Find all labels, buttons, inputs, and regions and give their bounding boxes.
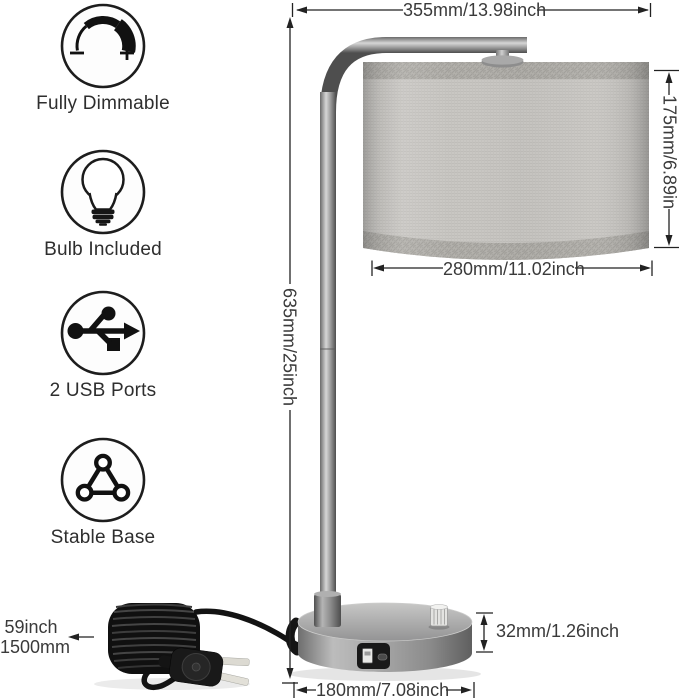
dim-base-height-label: 32mm/1.26inch <box>496 621 620 641</box>
usb-icon <box>60 290 146 376</box>
power-plug <box>158 647 250 687</box>
dim-line-total-height <box>282 17 298 684</box>
pole-sleeve <box>314 594 341 627</box>
bulb-screw-cap <box>91 209 115 226</box>
dim-top-width-label: 355mm/13.98inch <box>403 0 547 20</box>
bulb-icon <box>60 149 146 235</box>
feature-label: Bulb Included <box>44 239 162 260</box>
shade-connector-stem <box>496 50 509 60</box>
dim-line-shade-height <box>654 69 679 249</box>
lamp-base <box>297 591 473 672</box>
dim-line-cord-length <box>68 633 94 641</box>
dim-total-height-label: 635mm/25inch <box>279 287 300 407</box>
dim-line-shade-diameter <box>371 260 653 276</box>
lamp-shade <box>363 62 649 260</box>
dim-line-base-height <box>476 612 493 653</box>
plus-glyph <box>120 46 134 60</box>
usb-c-port[interactable] <box>377 653 388 661</box>
feature-usb-ports: 2 USB Ports <box>15 290 191 402</box>
lamp-pole <box>320 92 336 604</box>
feature-stable-base: Stable Base <box>15 437 191 549</box>
feature-label: Stable Base <box>50 527 156 548</box>
cord-length-mm-label: 1500mm <box>0 637 71 657</box>
dimmer-icon <box>60 3 146 89</box>
dim-shade-diameter-label: 280mm/11.02inch <box>443 259 585 279</box>
lamp-arm <box>320 37 527 604</box>
feature-bulb-included: Bulb Included <box>15 149 191 261</box>
dim-base-diameter-label: 180mm/7.08inch <box>316 680 450 698</box>
cord-length-inch-label: 59inch <box>2 618 60 637</box>
usb-ports-panel[interactable] <box>357 643 390 669</box>
feature-fully-dimmable: Fully Dimmable <box>15 3 191 115</box>
dimmer-knob[interactable] <box>428 604 450 630</box>
stable-base-icon <box>60 437 146 523</box>
feature-label: 2 USB Ports <box>49 380 157 401</box>
feature-label: Fully Dimmable <box>36 93 170 114</box>
power-cord <box>108 603 304 690</box>
dim-shade-height-label: 175mm/6.89in <box>659 94 679 210</box>
dim-line-top-width <box>291 3 652 17</box>
